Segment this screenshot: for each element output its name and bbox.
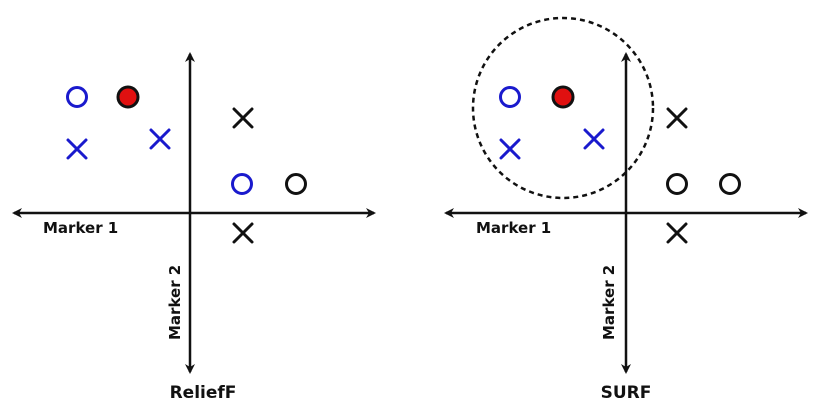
target-instance (551, 85, 575, 109)
class-b-cross (666, 107, 688, 129)
target-instance (116, 85, 140, 109)
class-a-cross (149, 128, 171, 150)
panel-title: SURF (601, 383, 652, 403)
panel-surf: Marker 1 Marker 2 SURF (444, 16, 808, 403)
class-b-circle (719, 173, 741, 195)
class-b-cross (666, 222, 688, 244)
class-a-circle (231, 173, 253, 195)
x-axis-label: Marker 1 (43, 219, 118, 237)
class-a-cross (583, 128, 605, 150)
class-b-circle (285, 173, 307, 195)
y-axis-label: Marker 2 (166, 265, 184, 340)
class-a-cross (499, 138, 521, 160)
class-b-cross (232, 222, 254, 244)
panel-relieff: Marker 1 Marker 2 ReliefF (12, 52, 376, 403)
x-axis-label: Marker 1 (476, 219, 551, 237)
class-b-cross (232, 107, 254, 129)
class-a-circle (499, 86, 521, 108)
y-axis-label: Marker 2 (600, 265, 618, 340)
class-a-cross (66, 138, 88, 160)
class-a-circle (66, 86, 88, 108)
panel-title: ReliefF (170, 383, 237, 403)
neighborhood-circle (471, 16, 655, 200)
class-b-circle (666, 173, 688, 195)
